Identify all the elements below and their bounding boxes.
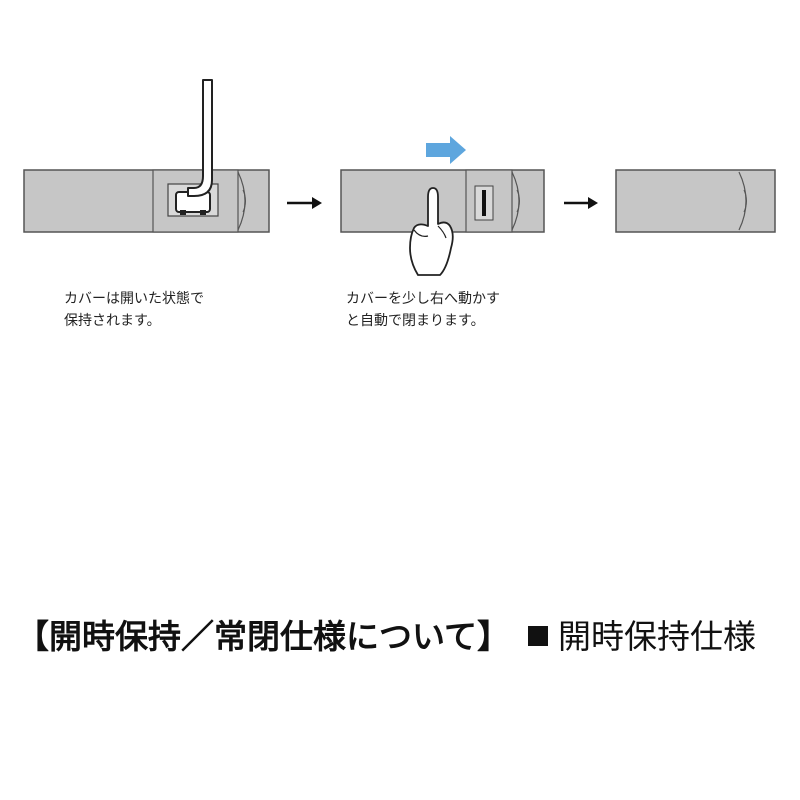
heading-title: 【開時保持／常閉仕様について】 [16, 617, 511, 656]
plug-icon [175, 79, 213, 215]
step1-cover-edge-inner [242, 189, 246, 213]
step2-caption-line2: と自動で閉まります。 [346, 313, 485, 329]
cover-diagram [23, 79, 776, 276]
step1-caption-line2: 保持されます。 [64, 313, 161, 329]
step3-unit [615, 169, 776, 233]
step3-panel [615, 169, 776, 233]
step1-unit [23, 79, 270, 233]
arrow-right-icon [564, 197, 598, 209]
step3-cover-edge-inner [743, 189, 747, 213]
square-bullet-icon [528, 626, 549, 646]
step1-caption: カバーは開いた状態で 保持されます。 [64, 288, 204, 332]
step2-caption: カバーを少し右へ動かす と自動で閉まります。 [346, 288, 500, 332]
step2-unit [340, 136, 545, 276]
step2-slot-pin [482, 190, 486, 216]
step1-caption-line1: カバーは開いた状態で [64, 291, 204, 307]
heading-subtitle: 開時保持仕様 [558, 617, 757, 656]
arrow-right-icon [287, 197, 322, 209]
step2-cover-edge-inner [516, 189, 520, 213]
pointing-finger-icon [409, 187, 454, 276]
section-heading: 【開時保持／常閉仕様について】 開時保持仕様 [16, 604, 796, 670]
arrow-right-icon [426, 136, 466, 164]
step2-caption-line1: カバーを少し右へ動かす [346, 291, 500, 307]
